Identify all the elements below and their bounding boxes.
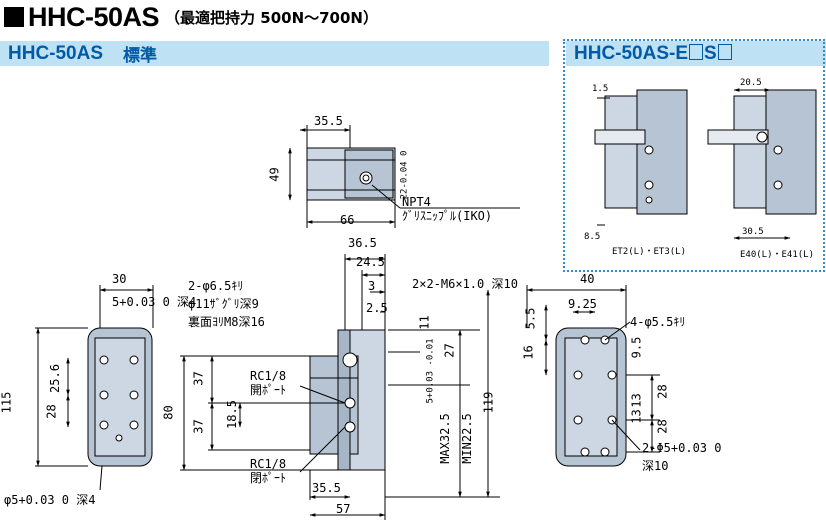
rear-dim-40: 40 xyxy=(580,272,595,286)
rear-dim-28-lower: 28 xyxy=(655,419,670,434)
title-subtitle: （最適把持力 500N～700N） xyxy=(165,8,378,27)
side-thread-spec: 2×2-M6×1.0 深10 xyxy=(412,277,518,291)
side-view xyxy=(180,254,500,520)
rear-view xyxy=(526,285,660,467)
front-dim-30: 30 xyxy=(112,272,127,286)
side-open-rc: RC1/8 xyxy=(250,369,287,383)
top-dim-tolerance: 22-0.04 0 xyxy=(399,150,410,200)
side-dim-57: 57 xyxy=(336,502,351,516)
side-note-counterbore: φ11ｻﾞｸﾞﾘ深9 xyxy=(188,297,259,311)
side-dim-37-upper: 37 xyxy=(191,371,206,386)
front-view xyxy=(35,285,154,491)
side-dim-80: 80 xyxy=(161,405,176,420)
side-dim-2-5: 2.5 xyxy=(366,301,388,315)
inset-drawings xyxy=(594,88,817,240)
side-note-drill: 2-φ6.5ｷﾘ xyxy=(188,279,244,293)
inset-dim-20-5: 20.5 xyxy=(740,78,762,88)
top-grease-note: ｸﾞﾘｽﾆｯﾌﾟﾙ(IKO) xyxy=(402,209,493,223)
side-dim-18-5: 18.5 xyxy=(224,400,239,429)
front-hole-top: 5+0.03 0 深4 xyxy=(112,295,197,309)
side-dim-36-5: 36.5 xyxy=(348,236,377,250)
standard-model-label: HHC-50AS xyxy=(8,42,104,64)
rear-dim-9-25: 9.25 xyxy=(568,297,597,311)
rear-dim-9-5: 9.5 xyxy=(629,336,644,359)
side-dim-119: 119 xyxy=(481,391,496,414)
side-close-port: 閉ﾎﾟｰﾄ xyxy=(250,471,287,485)
title-model: HHC-50AS xyxy=(28,1,160,32)
side-dim-24-5: 24.5 xyxy=(356,255,385,269)
side-dim-35-5: 35.5 xyxy=(312,481,341,495)
rear-dim-16: 16 xyxy=(521,345,536,360)
front-hole-bottom: φ5+0.03 0 深4 xyxy=(4,493,96,507)
top-dim-35-5: 35.5 xyxy=(314,114,343,128)
side-tolerance: 5+0.03 -0.01 xyxy=(425,338,436,404)
title-square-icon xyxy=(4,7,24,27)
top-npt-note: NPT4 xyxy=(402,195,431,209)
top-dim-66: 66 xyxy=(340,213,355,227)
side-dim-3: 3 xyxy=(368,279,376,293)
option-inset-frame xyxy=(563,39,825,272)
inset-caption-e4: E40(L)・E41(L) xyxy=(740,250,815,260)
side-note-thread: 裏面ﾖﾘM8深16 xyxy=(188,315,265,329)
front-dim-28: 28 xyxy=(44,404,59,419)
front-dim-25-6: 25.6 xyxy=(47,364,62,393)
rear-dim-13-lower: 13 xyxy=(629,409,644,424)
rear-dim-28-upper: 28 xyxy=(655,384,670,399)
side-dim-27: 27 xyxy=(442,343,457,358)
top-dim-49: 49 xyxy=(267,167,282,182)
inset-dim-1-5: 1.5 xyxy=(592,84,609,94)
side-min-stroke: MIN22.5 xyxy=(459,413,474,464)
side-dim-37-lower: 37 xyxy=(191,419,206,434)
rear-holes: 4-φ5.5ｷﾘ xyxy=(630,315,686,329)
side-max-stroke: MAX32.5 xyxy=(437,413,452,464)
side-close-rc: RC1/8 xyxy=(250,457,287,471)
rear-pin-holes: 2-Φ5+0.03 0 xyxy=(642,441,722,455)
inset-dim-8-5: 8.5 xyxy=(584,232,601,242)
side-dim-11: 11 xyxy=(417,315,432,330)
standard-section-header: HHC-50AS 標準 xyxy=(0,41,549,66)
side-open-port: 開ﾎﾟｰﾄ xyxy=(250,383,287,397)
inset-dim-30-5: 30.5 xyxy=(742,227,764,237)
rear-dim-5-5: 5.5 xyxy=(523,307,538,330)
rear-pin-depth: 深10 xyxy=(642,459,669,473)
inset-caption-et: ET2(L)・ET3(L) xyxy=(612,247,687,257)
rear-dim-13-upper: 13 xyxy=(629,393,644,408)
page-title: HHC-50AS （最適把持力 500N～700N） xyxy=(4,0,378,34)
top-view xyxy=(288,125,520,228)
front-dim-115: 115 xyxy=(0,391,14,414)
standard-label: 標準 xyxy=(123,46,158,66)
